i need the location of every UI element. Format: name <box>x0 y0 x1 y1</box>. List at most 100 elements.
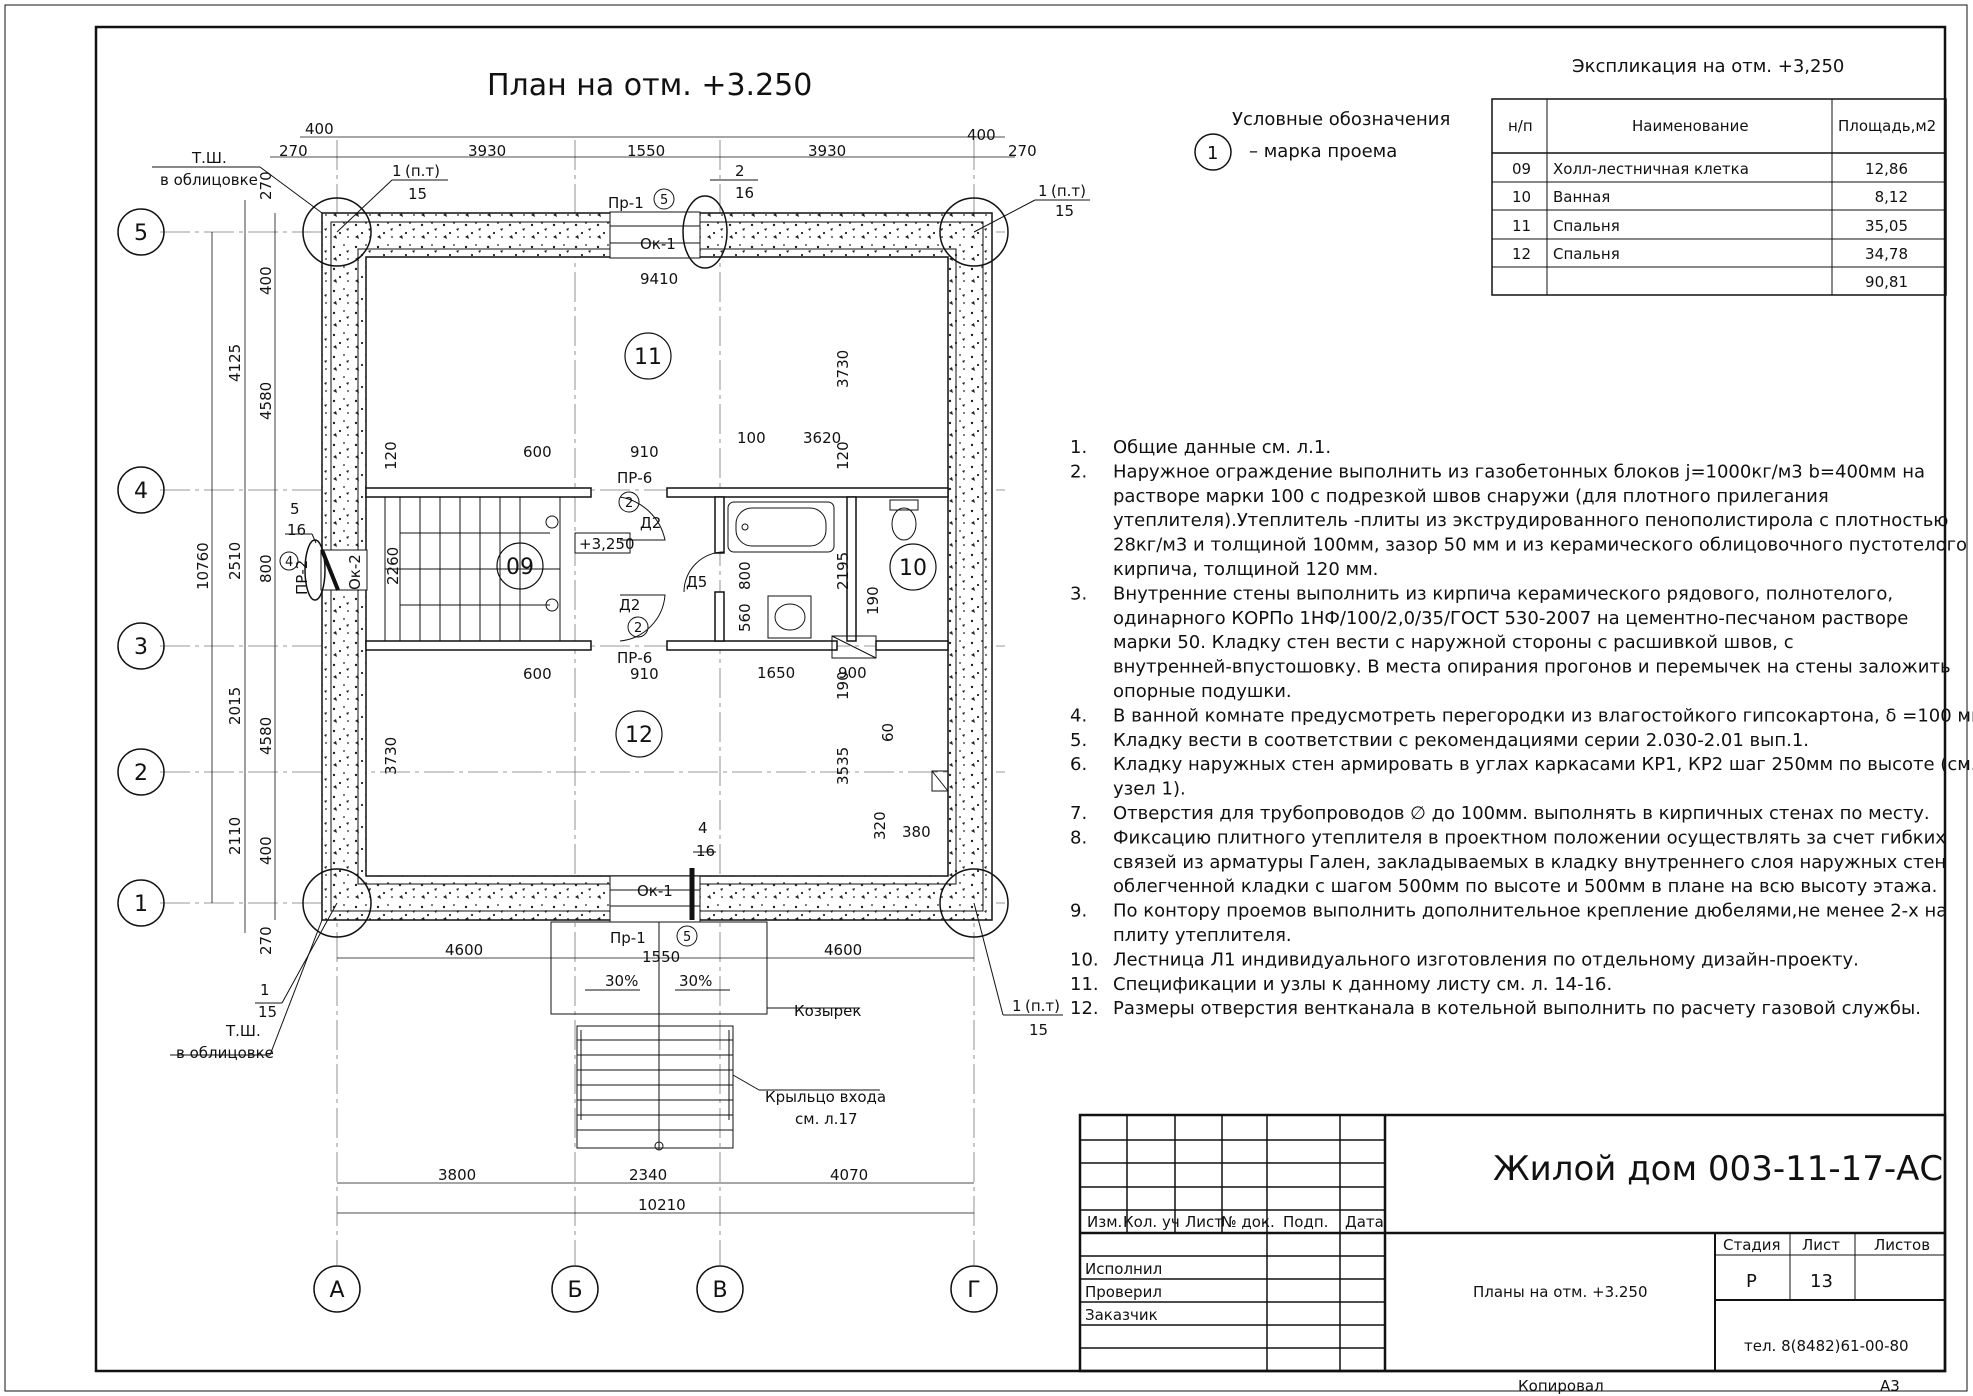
opening-label: Пр-1 <box>608 194 644 212</box>
slope-label: 30% <box>605 972 638 990</box>
note-line: растворе марки 100 с подрезкой швов снар… <box>1113 486 1829 507</box>
note-line: внутренней-впустошовку. В места опирания… <box>1113 657 1951 678</box>
callout-num: 1 <box>392 162 402 180</box>
explication-row-name: Спальня <box>1553 245 1620 263</box>
stamp-role: Исполнил <box>1085 1260 1162 1278</box>
opening-mark: 5 <box>660 193 668 208</box>
dim-text: 4580 <box>257 717 275 755</box>
axis-label-col: Г <box>967 1278 980 1303</box>
opening-mark: 2 <box>625 496 633 511</box>
stamp-col-header: Подп. <box>1283 1213 1328 1231</box>
axis-label-row: 1 <box>134 892 148 917</box>
dim-text: 1650 <box>757 664 795 682</box>
note-line: По контору проемов выполнить дополнитель… <box>1113 901 1947 922</box>
note-number: 4. <box>1070 705 1087 726</box>
dim-text: 3730 <box>834 350 852 388</box>
legend: Условные обозначения 1 – марка проема <box>1194 109 1450 171</box>
opening-label: Д2 <box>640 514 661 532</box>
project-title: Жилой дом 003-11-17-АС <box>1493 1149 1943 1189</box>
thermal-seam-label: в облицовке <box>160 171 258 189</box>
dim-text: 190 <box>834 671 852 700</box>
dim-text: 4600 <box>824 941 862 959</box>
axis-label-row: 2 <box>134 761 148 786</box>
sheet-label: Лист <box>1802 1236 1840 1254</box>
note-line: опорные подушки. <box>1113 681 1292 702</box>
dim-text: 800 <box>736 561 754 590</box>
note-line: Кладку наружных стен армировать в углах … <box>1113 754 1973 775</box>
axis-label-col: Б <box>567 1278 582 1303</box>
level-mark: +3,250 <box>579 535 635 553</box>
note-line: Размеры отверстия вентканала в котельной… <box>1113 998 1921 1019</box>
explication-title: Экспликация на отм. +3,250 <box>1572 56 1844 77</box>
note-line: связей из арматуры Гален, закладываемых … <box>1113 852 1946 873</box>
explication-row-area: 8,12 <box>1875 188 1908 206</box>
thermal-seam-label: Т.Ш. <box>191 149 227 167</box>
note-number: 3. <box>1070 583 1087 604</box>
note-line: Отверстия для трубопроводов ∅ до 100мм. … <box>1113 803 1930 824</box>
company-phone: тел. 8(8482)61-00-80 <box>1744 1337 1909 1355</box>
opening-mark: 2 <box>634 621 642 636</box>
dim-text: 2340 <box>629 1166 667 1184</box>
legend-text: – марка проема <box>1249 141 1397 162</box>
dim-text: 9410 <box>640 270 678 288</box>
dim-text: 270 <box>1008 142 1037 160</box>
note-number: 11. <box>1070 974 1099 995</box>
note-line: Кладку вести в соответствии с рекомендац… <box>1113 730 1809 751</box>
axis-label-row: 5 <box>134 221 148 246</box>
dim-text: 560 <box>736 603 754 632</box>
copied-by-label: Копировал <box>1518 1377 1604 1395</box>
dim-text: 600 <box>523 665 552 683</box>
dim-text: 1550 <box>627 142 665 160</box>
dim-text: 3730 <box>382 737 400 775</box>
dim-text: 4125 <box>226 344 244 382</box>
dim-text: 270 <box>257 171 275 200</box>
note-number: 2. <box>1070 461 1087 482</box>
interior-wall <box>666 640 838 651</box>
dim-text: 120 <box>834 441 852 470</box>
dim-text: 910 <box>630 443 659 461</box>
dim-text: 2110 <box>226 817 244 855</box>
opening-label: ПР-2 <box>293 560 311 595</box>
axis-label-row: 4 <box>134 479 148 504</box>
drawing-frame <box>94 25 1947 1373</box>
dim-text: 10210 <box>638 1196 686 1214</box>
sheet-value: 13 <box>1810 1271 1833 1292</box>
opening-label: Ок-1 <box>637 882 673 900</box>
callout-den: 15 <box>1029 1021 1048 1039</box>
dim-text: 910 <box>630 665 659 683</box>
dim-text: 3535 <box>834 747 852 785</box>
note-number: 12. <box>1070 998 1099 1019</box>
dim-text: 190 <box>864 586 882 615</box>
porch-label: см. л.17 <box>795 1110 858 1128</box>
dim-text: 4070 <box>830 1166 868 1184</box>
note-line: кирпича, толщиной 120 мм. <box>1113 559 1378 580</box>
dim-text: 400 <box>967 126 996 144</box>
note-line: утеплителя).Утеплитель -плиты из экструд… <box>1113 510 1948 531</box>
dim-text: 60 <box>879 723 897 742</box>
room-marker <box>889 543 937 591</box>
drawing-title: План на отм. +3.250 <box>487 68 812 103</box>
note-number: 10. <box>1070 949 1099 970</box>
stamp-col-header: Дата <box>1345 1213 1384 1231</box>
callout-num: 4 <box>698 819 708 837</box>
legend-heading: Условные обозначения <box>1232 109 1450 130</box>
axis-label-col: А <box>329 1278 344 1303</box>
general-notes: 1.Общие данные см. л.1.2.Наружное огражд… <box>1070 437 1973 1019</box>
opening-label: Д2 <box>619 596 640 614</box>
dim-text: 2015 <box>226 687 244 725</box>
note-line: марки 50. Кладку стен вести с наружной с… <box>1113 632 1794 653</box>
dim-text: 320 <box>871 811 889 840</box>
dim-text: 3620 <box>803 429 841 447</box>
callout-den: 15 <box>258 1003 277 1021</box>
sheet-outer-frame <box>4 4 1968 1392</box>
opening-label: Ок-2 <box>346 554 364 590</box>
dim-text: 2195 <box>834 552 852 590</box>
note-line: 28кг/м3 и толщиной 100мм, зазор 50 мм и … <box>1113 535 1967 556</box>
axis-bubble-col <box>551 1265 599 1313</box>
note-line: Общие данные см. л.1. <box>1113 437 1331 458</box>
slope-label: 30% <box>679 972 712 990</box>
dim-text: 380 <box>902 823 931 841</box>
room-number: 10 <box>899 556 927 581</box>
stamp-col-header: Кол. уч <box>1123 1213 1180 1231</box>
callout-num: 2 <box>735 162 745 180</box>
